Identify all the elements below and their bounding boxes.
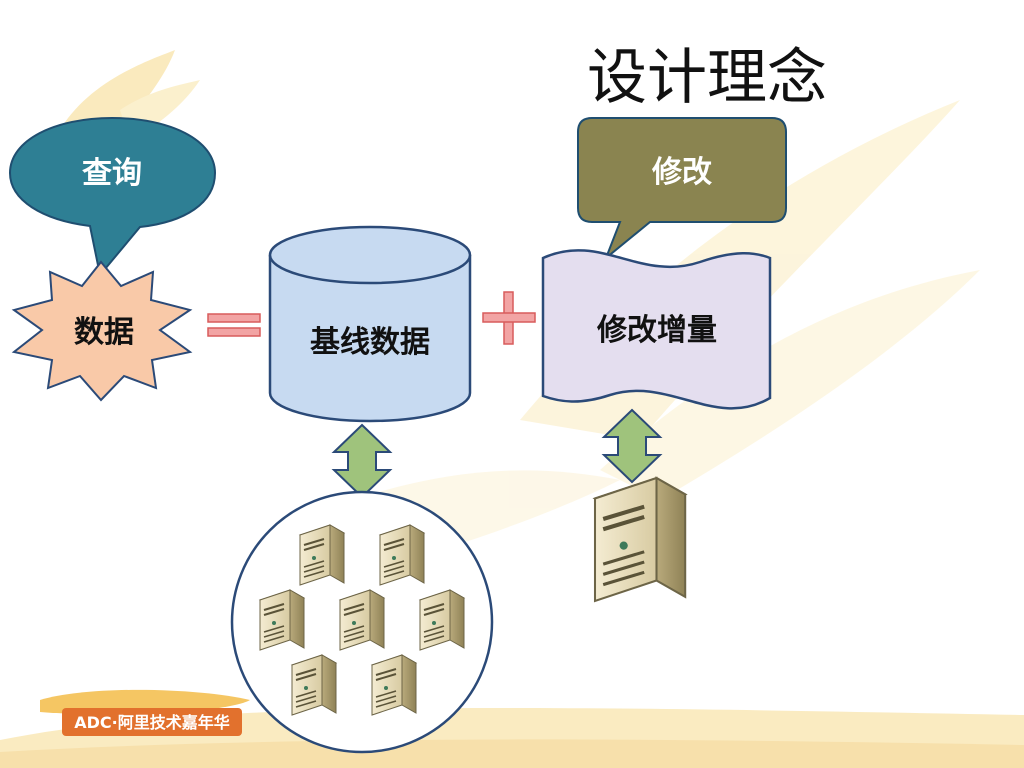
server-icon: [379, 524, 425, 586]
server-icon: [259, 589, 305, 651]
increment-server: [595, 478, 685, 601]
increment-document: 修改增量: [541, 249, 772, 410]
baseline-data-cylinder: 基线数据: [268, 225, 472, 423]
query-callout: 查询: [8, 116, 217, 278]
increment-label: 修改增量: [596, 313, 717, 348]
adc-logo: ADC·阿里技术嘉年华: [40, 689, 250, 736]
server-icon: [299, 524, 345, 586]
server-cluster: [230, 490, 494, 754]
server-icon: [291, 654, 337, 716]
data-burst: 数据: [11, 260, 193, 402]
increment-double-arrow: [601, 408, 663, 484]
plus-operator: [482, 291, 536, 345]
server-icon: [371, 654, 417, 716]
slide-title: 设计理念: [587, 43, 827, 113]
equals-operator: [207, 313, 261, 337]
baseline-double-arrow: [331, 423, 393, 499]
server-icon: [595, 478, 685, 601]
modify-callout: 修改: [577, 117, 787, 262]
baseline-label: 基线数据: [310, 325, 430, 360]
data-label: 数据: [74, 315, 134, 350]
modify-label: 修改: [651, 155, 712, 190]
server-icon: [419, 589, 465, 651]
logo-text: ADC·阿里技术嘉年华: [74, 713, 230, 732]
server-icon: [339, 589, 385, 651]
query-label: 查询: [82, 156, 142, 191]
